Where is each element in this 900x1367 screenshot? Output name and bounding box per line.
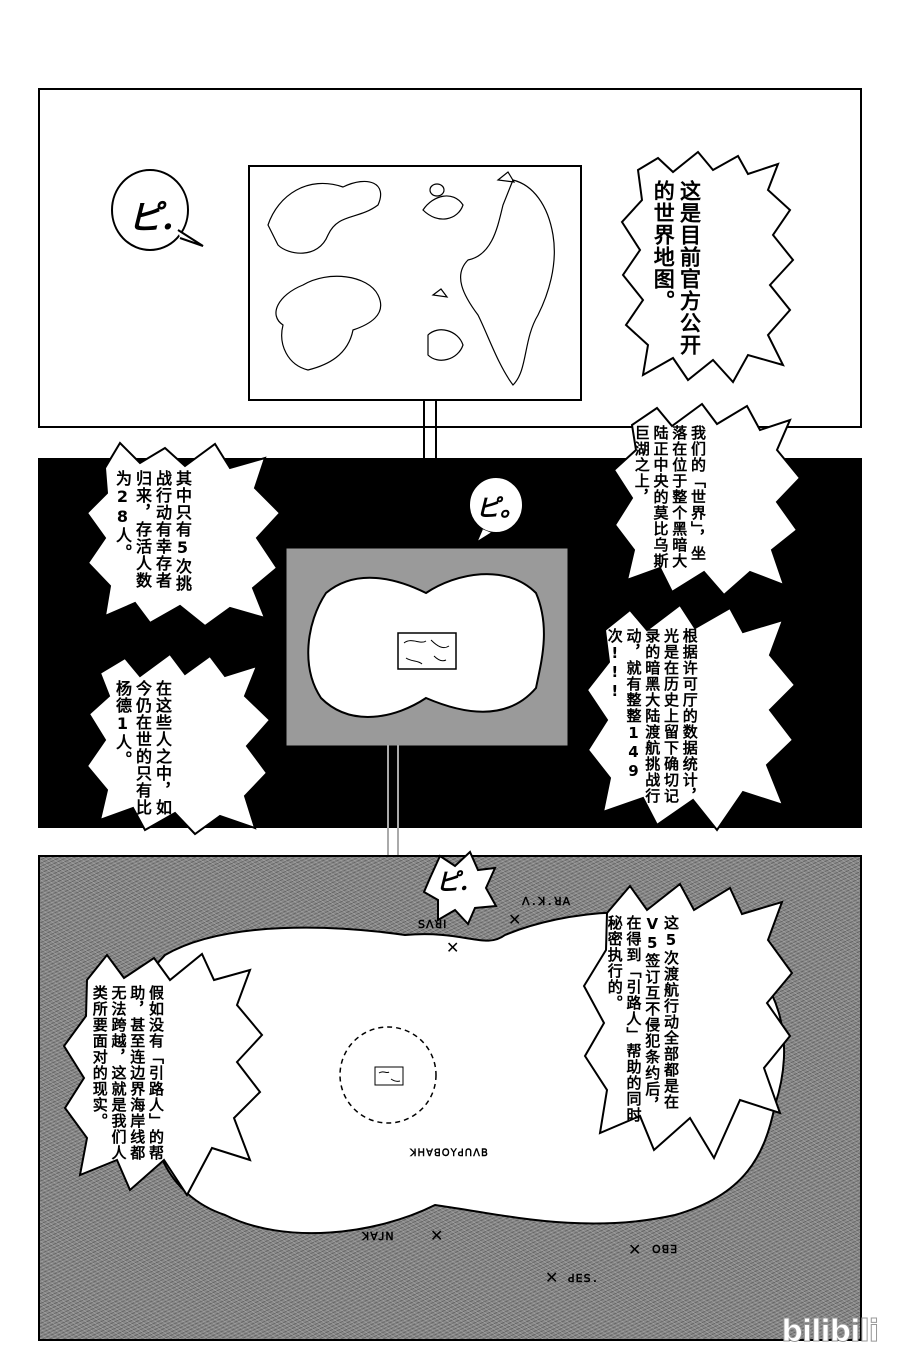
map-marker-2: ✕ (508, 910, 522, 929)
sfx-bubble-bottom (422, 850, 498, 926)
caption-text-bottom-right: 这5次渡航行动全部都是在V5签订互不侵犯条约后，在得到「引路人」帮助的同时秘密执… (605, 915, 680, 1123)
caption-bubble-top (620, 150, 795, 384)
caption-text-mid-left-2: 在这些人之中，如今仍在世的只有比杨德1人。 (113, 680, 172, 816)
map-marker-3: ✕ (430, 1226, 444, 1245)
map-label-5: ꓳꓭꓱ (652, 1243, 679, 1256)
caption-bubble-mid-right-1 (612, 402, 802, 597)
caption-bubble-mid-left-1 (85, 441, 282, 628)
sfx-bubble-top (111, 169, 204, 251)
bilibili-watermark: bilibili (781, 1314, 880, 1350)
caption-text-bottom-left: 假如没有「引路人」的帮助，甚至连边界海岸线都无法跨越，这就是我们人类所要面对的现… (90, 985, 165, 1161)
world-map (248, 165, 582, 401)
caption-text-top: 这是目前官方公开的世界地图。 (651, 180, 702, 356)
sfx-text-top: ピ. (128, 198, 174, 238)
map-marker-5: ✕ (545, 1268, 559, 1287)
sfx-text-middle: ピ。 (476, 493, 524, 522)
map-marker-1: ✕ (446, 938, 460, 957)
caption-text-mid-right-2: 根据许可厅的数据统计，光是在历史上留下确切记录的暗黑大陆渡航挑战行动，就有整整1… (605, 628, 699, 804)
map-label-6: ꓒꓰꓢ. (568, 1272, 600, 1285)
caption-bubble-bottom-right (582, 882, 794, 1161)
sfx-text-bottom: ピ. (436, 867, 469, 896)
map-label-4: ꓘꓯꓙꓠ (362, 1230, 395, 1243)
map-marker-4: ✕ (628, 1240, 642, 1259)
map-label-3: ꓘꓧꓯꓭꓳꓬꓒꓵꓥꓐ (410, 1148, 489, 1159)
map-label-2: ꓥ.ꓘ.ꓤꓮ (522, 895, 572, 908)
caption-text-mid-left-1: 其中只有5次挑战行动有幸存者归来，存活人数为28人。 (113, 470, 192, 592)
caption-bubble-mid-left-2 (85, 652, 272, 836)
caption-bubble-mid-right-2 (585, 603, 797, 832)
map-label-1: ꓢꓥꓤꓲ (418, 918, 448, 931)
sfx-bubble-middle (468, 476, 524, 546)
lake-map (285, 547, 569, 747)
caption-text-mid-right-1: 我们的「世界」，坐落在位于整个黑暗大陆正中央的莫比乌斯巨湖之上， (632, 425, 707, 569)
caption-bubble-bottom-left (62, 952, 264, 1197)
